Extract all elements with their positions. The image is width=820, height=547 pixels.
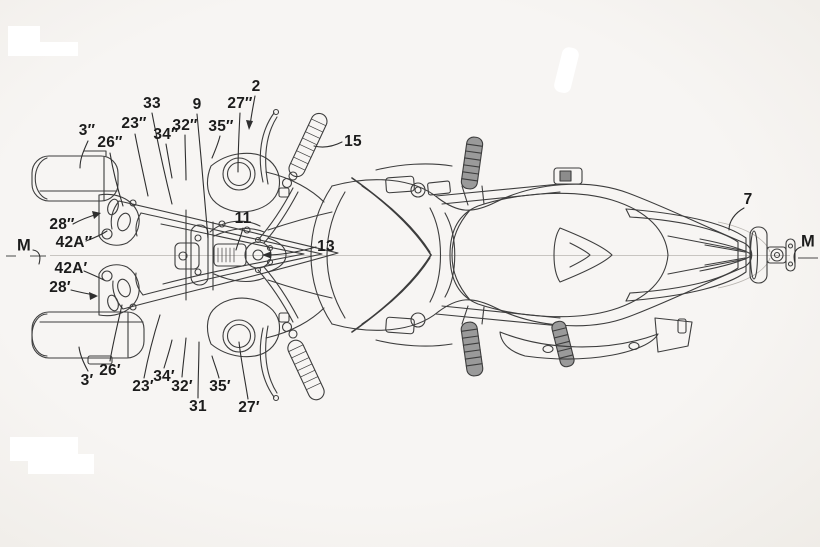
handlebar-lower (257, 266, 325, 402)
ref-label-42a-lower: 42A′ (54, 260, 88, 277)
handlebar-upper (257, 108, 328, 244)
ref-label-3-lower: 3′ (80, 372, 94, 389)
front-wheel-upper (31, 150, 119, 202)
ref-label-34-lower: 34′ (153, 368, 175, 385)
footpeg-lower-front (460, 305, 485, 377)
ref-label-32-upper: 32″ (172, 117, 198, 134)
ref-label-2: 2 (251, 78, 261, 95)
rear-wheel (749, 226, 796, 284)
ref-label-32-lower: 32′ (171, 378, 193, 395)
ref-label-3-upper: 3″ (78, 122, 96, 139)
ref-label-34-upper: 34″ (153, 126, 179, 143)
front-hub-lower (98, 264, 140, 317)
seat (449, 192, 669, 318)
centerline-dashes (6, 255, 818, 259)
ref-label-26-lower: 26′ (99, 362, 121, 379)
front-fender (110, 200, 339, 310)
headlight-lower (206, 297, 281, 358)
leader-arrowheads (89, 120, 271, 300)
median-plane-label-left: M (17, 236, 31, 255)
whiteout-patches (8, 26, 579, 474)
ref-label-27-lower: 27′ (238, 399, 260, 416)
ref-label-42a-upper: 42A″ (55, 234, 93, 251)
ref-label-31: 31 (189, 398, 207, 415)
ref-label-33: 33 (143, 95, 161, 112)
rear-section (625, 208, 752, 302)
centerline (50, 221, 790, 289)
footpeg-lower-rear (551, 320, 575, 368)
ref-label-11: 11 (234, 210, 252, 227)
ref-label-28-lower: 28′ (49, 279, 71, 296)
ref-label-15: 15 (344, 133, 362, 150)
headlight-upper (206, 152, 281, 213)
footpeg-upper (460, 136, 583, 206)
leader-lines (32, 95, 802, 400)
ref-label-28-upper: 28″ (49, 216, 75, 233)
front-wheel-lower (31, 311, 145, 365)
ref-label-23-upper: 23″ (121, 115, 147, 132)
belly-panels (499, 317, 693, 360)
steering-assembly (174, 209, 333, 301)
ref-label-35-upper: 35″ (208, 118, 234, 135)
ref-label-9: 9 (192, 96, 202, 113)
front-hub-upper (98, 193, 140, 246)
ref-label-35-lower: 35′ (209, 378, 231, 395)
median-plane-label-right: M (801, 232, 815, 251)
ref-label-13: 13 (317, 238, 335, 255)
ref-label-26-upper: 26″ (97, 134, 123, 151)
ref-label-23-lower: 23′ (132, 378, 154, 395)
main-body (310, 163, 753, 347)
ref-label-27-upper: 27″ (227, 95, 253, 112)
ref-label-7: 7 (743, 191, 753, 208)
